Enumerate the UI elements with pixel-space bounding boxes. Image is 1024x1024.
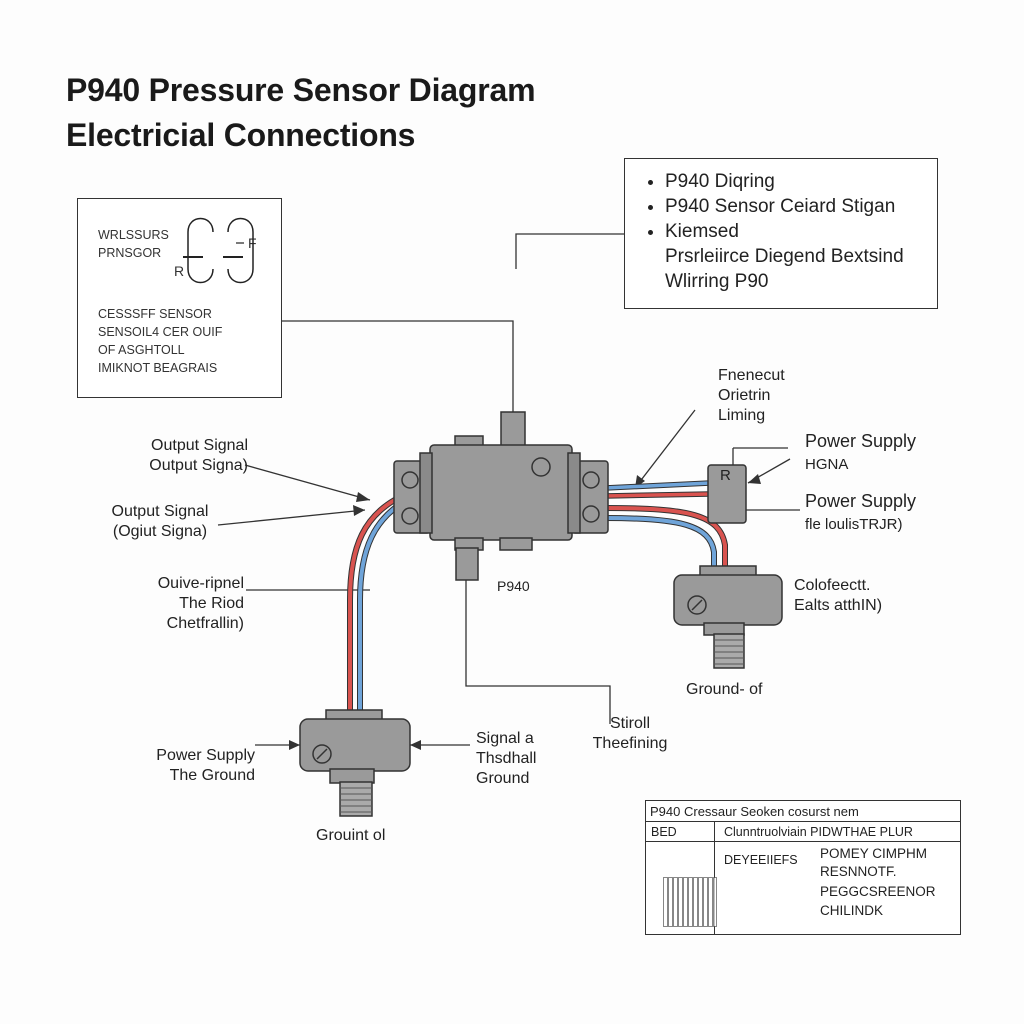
right-wires	[602, 480, 728, 570]
table-col1: BED	[651, 825, 677, 839]
table-value: POMEY CIMPHM	[820, 846, 928, 861]
oufe-label-line1: Ouive-ripnel	[157, 575, 244, 592]
stir-label-line1: Stiroll	[609, 715, 650, 732]
table-header: P940 Cressaur Seoken cosurst nem	[650, 804, 859, 819]
output-signal-label-1-line2: Output Signa)	[149, 457, 248, 474]
frequency-label-line1: Fnenecut	[718, 367, 785, 384]
ground-left-label: Grouint ol	[316, 827, 386, 844]
sensor-name-label: P940	[497, 578, 530, 594]
table-col2: Clunntruolviain PIDWTHAE PLUR	[724, 825, 913, 839]
legend-desc-1: CESSSFF SENSOR	[98, 307, 212, 321]
power-supply-ground-label-line1: Power Supply	[156, 747, 255, 764]
output-signal-label-2: Output Signal (Ogiut Signa)	[95, 502, 225, 542]
qr-code-icon	[663, 877, 717, 927]
power-supply-connector	[707, 464, 747, 524]
connector-r-label: R	[720, 467, 731, 484]
symbol-r: R	[174, 263, 185, 279]
power-supply-label-2: Power Supply fle loulisTRJR)	[805, 490, 1005, 536]
stir-label-line2: Theefining	[592, 735, 668, 752]
output-signal-label-1: Output Signal Output Signa)	[110, 436, 248, 476]
notes-item: Kiemsed	[665, 219, 923, 244]
coil-label: Colofeectt. Ealts atthIN)	[794, 576, 914, 616]
table-row-label: DEYEEIIEFS	[724, 853, 798, 867]
output-signal-label-2-line2: (Ogiut Signa)	[112, 523, 208, 540]
table-value: RESNNOTF.	[820, 864, 897, 879]
legend-desc-3: OF ASGHTOLL	[98, 343, 185, 357]
power-supply-ground-label: Power Supply The Ground	[120, 746, 255, 786]
notes-box: P940 Diqring P940 Sensor Ceiard Stigan K…	[624, 158, 938, 309]
notes-list: P940 Diqring P940 Sensor Ceiard Stigan K…	[639, 169, 923, 294]
table-divider	[646, 841, 960, 842]
ground-right-label: Ground- of	[686, 681, 763, 698]
table-value: PEGGCSREENOR	[820, 884, 936, 899]
sensor-symbol-icon	[183, 217, 254, 284]
notes-item: P940 Sensor Ceiard Stigan	[665, 194, 923, 219]
power-supply-label-1: Power Supply HGNA	[805, 430, 1005, 476]
power-supply-ground-label-line2: The Ground	[169, 767, 255, 784]
power-supply-label-2-title: Power Supply	[805, 491, 917, 511]
signal-ground-label-line2: Thsdhall	[476, 750, 537, 767]
coil-label-line2: Ealts atthIN)	[794, 597, 883, 614]
power-supply-label-2-sub: fle loulisTRJR)	[805, 516, 903, 533]
symbol-label-2: PRNSGOR	[98, 246, 162, 260]
diagram-title: P940 Pressure Sensor Diagram	[66, 72, 536, 108]
output-signal-label-2-line1: Output Signal	[111, 503, 209, 520]
oufe-label: Ouive-ripnel The Riod Chetfrallin)	[120, 574, 244, 634]
legend-desc-4: IMIKNOT BEAGRAIS	[98, 361, 218, 375]
diagram-subtitle: Electricial Connections	[66, 117, 416, 153]
symbol-label-1: WRLSSURS	[98, 228, 169, 242]
spec-table: P940 Cressaur Seoken cosurst nem BED Clu…	[645, 800, 961, 935]
left-ground-sensor	[299, 709, 411, 817]
table-value: CHILINDK	[820, 903, 884, 918]
notes-extra: Wlirring P90	[665, 271, 769, 292]
frequency-label: Fnenecut Orietrin Liming	[718, 366, 818, 426]
right-ground-sensor	[673, 565, 783, 669]
power-supply-label-1-title: Power Supply	[805, 431, 917, 451]
notes-extra: Prsrleiirce Diegend Bextsind	[665, 246, 904, 267]
signal-ground-label-line3: Ground	[476, 770, 530, 787]
notes-item: P940 Diqring	[665, 169, 923, 194]
frequency-label-line2: Orietrin	[718, 387, 771, 404]
leader-lines	[217, 233, 800, 746]
oufe-label-line2: The Riod	[179, 595, 244, 612]
legend-desc-2: SENSOIL4 CER OUIF	[98, 325, 223, 339]
p940-sensor-body	[393, 411, 609, 581]
table-divider	[646, 821, 960, 822]
signal-ground-label-line1: Signal a	[476, 730, 534, 747]
coil-label-line1: Colofeectt.	[794, 577, 871, 594]
frequency-label-line3: Liming	[718, 407, 766, 424]
symbol-legend-box: WRLSSURS PRNSGOR R F CESSSFF SENSOR SENS…	[77, 198, 282, 398]
output-signal-label-1-line1: Output Signal	[151, 437, 248, 454]
oufe-label-line3: Chetfrallin)	[166, 615, 244, 632]
power-supply-label-1-sub: HGNA	[805, 456, 849, 473]
signal-ground-label: Signal a Thsdhall Ground	[476, 729, 576, 789]
stir-label: Stiroll Theefining	[585, 714, 675, 754]
